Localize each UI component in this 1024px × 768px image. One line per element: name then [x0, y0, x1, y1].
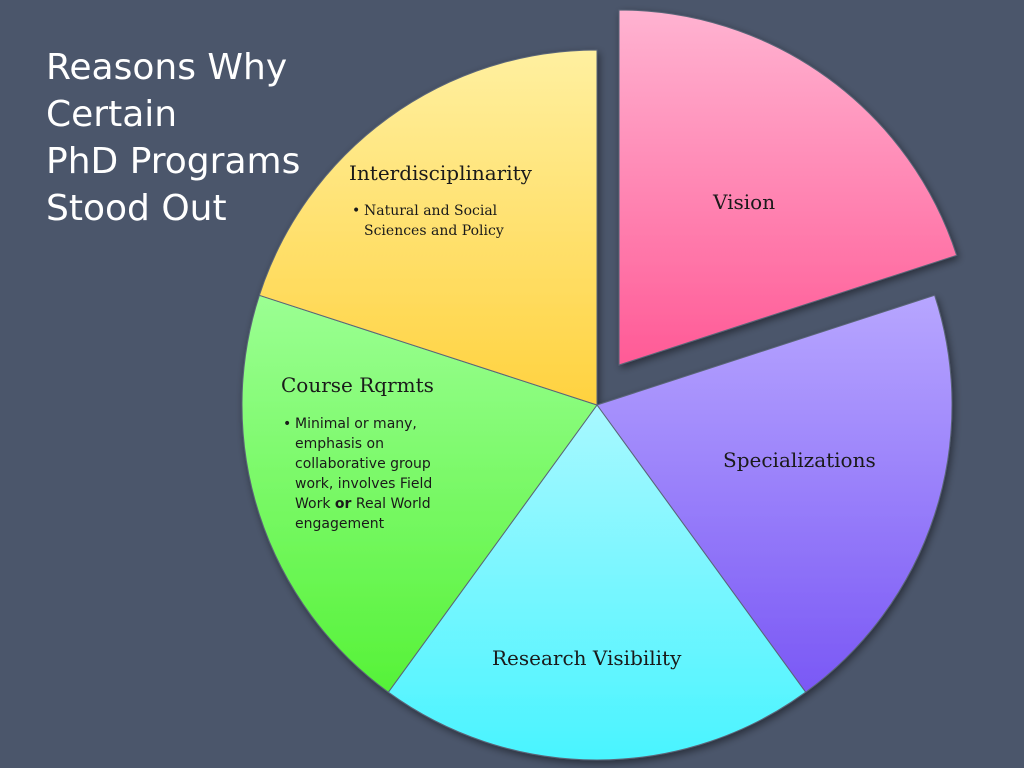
research-visibility-label: Research Visibility — [492, 646, 682, 670]
title-line-1: Reasons Why — [46, 47, 288, 88]
bullet-dot: • — [352, 203, 361, 219]
interdisciplinarity-label: Interdisciplinarity — [349, 161, 532, 185]
course-bullet-line-6: engagement — [295, 516, 385, 532]
slide-title: Reasons Why Certain PhD Programs Stood O… — [46, 44, 326, 232]
course-bullet-line-5: Work or Real World — [295, 494, 432, 514]
interdisc-bullet-line-2: Sciences and Policy — [364, 223, 504, 239]
title-line-2: Certain — [46, 94, 178, 135]
course-bullet-line-2: emphasis on — [295, 436, 384, 452]
slice-course — [241, 294, 598, 693]
title-line-3: PhD Programs — [46, 141, 301, 182]
course-rqrmts-bullet: • Minimal or many, emphasis on collabora… — [283, 414, 432, 534]
course-bullet-line-4: work, involves Field — [295, 476, 433, 492]
course-bullet-line-3: collaborative group — [295, 456, 431, 472]
slice-research — [387, 404, 807, 761]
course-bullet-line-1: Minimal or many, — [295, 416, 417, 432]
course-bullet-line-5-pre: Work — [295, 496, 335, 512]
course-rqrmts-label: Course Rqrmts — [281, 373, 434, 397]
interdisciplinarity-bullet: • Natural and Social Sciences and Policy — [352, 201, 504, 241]
bullet-dot: • — [283, 416, 292, 432]
vision-label: Vision — [713, 190, 776, 214]
slice-interdisc — [258, 49, 598, 406]
course-bullet-line-5-post: Real World — [351, 496, 431, 512]
specializations-label: Specializations — [723, 448, 876, 472]
slice-specializations — [596, 294, 953, 693]
interdisc-bullet-line-1: Natural and Social — [364, 203, 498, 219]
title-line-4: Stood Out — [46, 188, 227, 229]
slice-vision — [618, 9, 958, 366]
course-bullet-line-5-bold: or — [334, 496, 352, 512]
